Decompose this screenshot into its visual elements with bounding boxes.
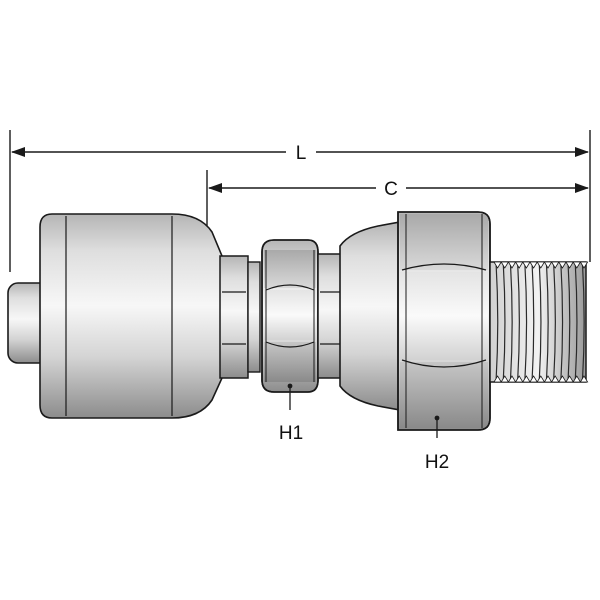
- thread-notch-top: [514, 261, 524, 269]
- thread-ridge: [495, 261, 499, 383]
- thread-ridge: [560, 261, 564, 383]
- thread-notch-top: [507, 261, 517, 269]
- thread-notch-bottom: [522, 375, 531, 383]
- callout-h2-label: H2: [425, 452, 449, 473]
- thread-notch-bottom: [579, 375, 589, 383]
- thread-notch-top: [565, 261, 574, 269]
- thread-ridge: [545, 261, 549, 383]
- thread-notch-bottom: [536, 375, 546, 383]
- tapered-body: [339, 221, 401, 411]
- callout-h2: H2: [425, 415, 449, 473]
- thread-ridge: [553, 261, 556, 383]
- thread-notch-top: [529, 261, 538, 269]
- dimension-c-label: C: [384, 179, 398, 200]
- thread-notch-top: [550, 261, 560, 269]
- thread-ridge: [567, 261, 571, 383]
- dimension-l: L: [9, 130, 591, 272]
- thread-notch-top: [572, 261, 582, 269]
- thread-notch-bottom: [500, 375, 510, 383]
- thread-ridge: [509, 261, 513, 383]
- thread-notch-top: [493, 261, 502, 269]
- thread-ridge: [524, 261, 528, 383]
- thread-notch-bottom: [514, 375, 524, 383]
- thread-notch-bottom: [558, 375, 567, 383]
- dimension-c: C: [206, 170, 589, 228]
- thread-ridges: [493, 261, 589, 383]
- thread-notch-bottom: [507, 375, 517, 383]
- hex-h2: [397, 211, 491, 431]
- thread-notch-bottom: [529, 375, 538, 383]
- male-pipe-thread: [489, 261, 589, 383]
- thread-notch-bottom: [565, 375, 574, 383]
- ferrule: [39, 213, 223, 419]
- thread-ridge: [581, 261, 585, 383]
- thread-ridge: [531, 261, 535, 383]
- arrowhead-l-left: [11, 147, 25, 157]
- thread-notch-bottom: [543, 375, 553, 383]
- thread-notch-top: [522, 261, 531, 269]
- callout-h1-dot: [287, 383, 293, 389]
- thread-notch-top: [579, 261, 589, 269]
- thread-notch-top: [500, 261, 510, 269]
- thread-notch-top: [536, 261, 546, 269]
- swivel-collar: [317, 253, 343, 379]
- thread-notch-top: [558, 261, 567, 269]
- arrowhead-c-right: [575, 183, 589, 193]
- callout-h1-label: H1: [279, 423, 303, 444]
- thread-notch-top: [543, 261, 553, 269]
- neck-rings: [219, 255, 261, 379]
- hex-h1: [261, 239, 319, 393]
- thread-ridge: [574, 261, 578, 383]
- thread-ridge: [502, 261, 506, 383]
- thread-notch-bottom: [572, 375, 582, 383]
- dimension-l-label: L: [296, 143, 307, 164]
- thread-ridge: [538, 261, 542, 383]
- thread-notch-bottom: [493, 375, 502, 383]
- callout-h1: H1: [279, 383, 303, 444]
- arrowhead-c-left: [208, 183, 222, 193]
- thread-notch-bottom: [550, 375, 560, 383]
- arrowhead-l-right: [575, 147, 589, 157]
- callout-h2-dot: [434, 415, 440, 421]
- thread-ridge: [517, 261, 520, 383]
